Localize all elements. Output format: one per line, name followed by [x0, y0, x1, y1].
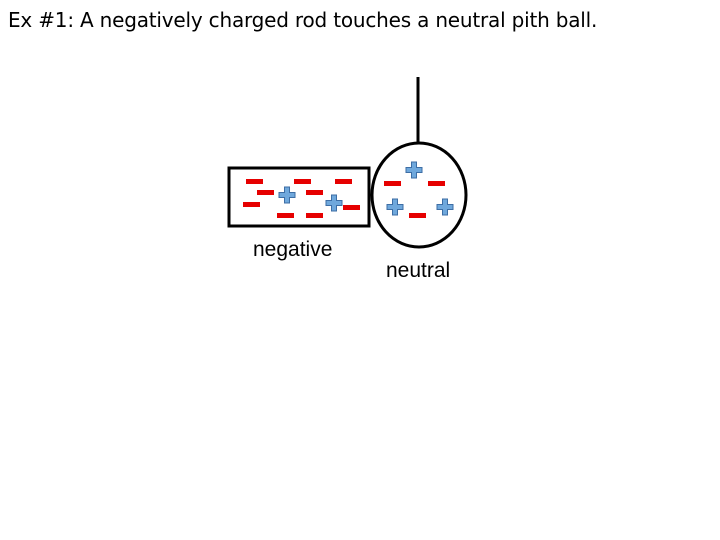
negative-charge: [384, 181, 401, 186]
pith-ball: [370, 141, 468, 249]
positive-charge: [278, 186, 296, 204]
negative-charge: [294, 179, 311, 184]
positive-charge: [386, 198, 404, 216]
negative-charge: [246, 179, 263, 184]
rod: [227, 166, 371, 228]
pith-ball-label: neutral: [386, 259, 451, 282]
negative-charge: [335, 179, 352, 184]
negative-charge: [428, 181, 445, 186]
negative-charge: [277, 213, 294, 218]
rod-label: negative: [253, 238, 333, 261]
slide-title: Ex #1: A negatively charged rod touches …: [8, 8, 598, 32]
negative-charge: [409, 213, 426, 218]
negative-charge: [306, 190, 323, 195]
positive-charge: [405, 161, 423, 179]
positive-charge: [325, 194, 343, 212]
negative-charge: [243, 202, 260, 207]
positive-charge: [436, 198, 454, 216]
negative-charge: [343, 205, 360, 210]
negative-charge: [306, 213, 323, 218]
negative-charge: [257, 190, 274, 195]
